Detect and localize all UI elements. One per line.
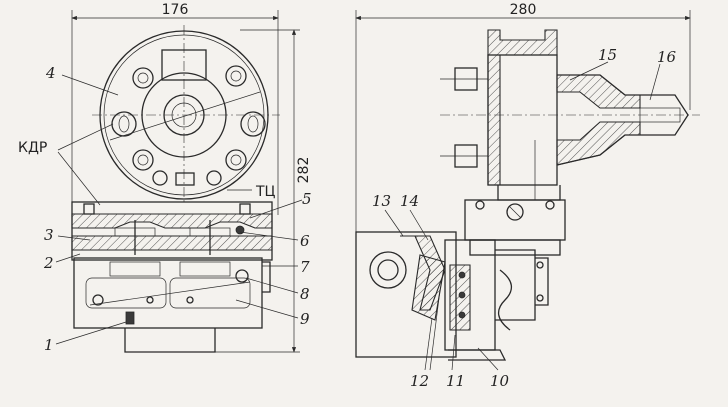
right-view: 280 bbox=[355, 2, 700, 371]
dimension-width-right: 280 bbox=[355, 2, 691, 250]
label-4: 4 bbox=[45, 64, 56, 82]
label-6: 6 bbox=[300, 232, 310, 250]
dimension-280-label: 280 bbox=[510, 2, 537, 18]
label-9: 9 bbox=[300, 310, 310, 328]
relay-box bbox=[73, 257, 271, 353]
label-8: 8 bbox=[300, 285, 310, 303]
flange-plate bbox=[92, 25, 280, 205]
dimension-176-label: 176 bbox=[162, 2, 189, 18]
connector-block bbox=[464, 199, 566, 256]
label-5: 5 bbox=[302, 190, 312, 208]
label-tc: ТЦ bbox=[255, 184, 276, 200]
label-1: 1 bbox=[44, 336, 54, 354]
leader-lines-right bbox=[384, 61, 661, 371]
label-15: 15 bbox=[598, 46, 617, 64]
dimension-height-left: 282 bbox=[215, 29, 312, 353]
left-view: 176 282 bbox=[55, 2, 312, 353]
leader-lines-left bbox=[55, 74, 303, 345]
lower-housing bbox=[355, 231, 549, 371]
pipe-assembly bbox=[440, 29, 700, 201]
label-kdr: КДР bbox=[18, 140, 47, 156]
dimension-width-left: 176 bbox=[71, 2, 279, 215]
part-labels: КДР ТЦ 4 5 3 6 2 7 8 9 1 13 14 15 16 12 … bbox=[18, 46, 677, 390]
label-10: 10 bbox=[490, 372, 510, 390]
label-12: 12 bbox=[410, 372, 429, 390]
label-14: 14 bbox=[400, 192, 419, 210]
dimension-282-label: 282 bbox=[296, 157, 312, 184]
valve-body bbox=[71, 201, 273, 261]
label-16: 16 bbox=[657, 48, 677, 66]
label-13: 13 bbox=[372, 192, 391, 210]
label-11: 11 bbox=[446, 372, 465, 390]
label-2: 2 bbox=[43, 254, 54, 272]
label-7: 7 bbox=[300, 258, 310, 276]
label-3: 3 bbox=[44, 226, 54, 244]
